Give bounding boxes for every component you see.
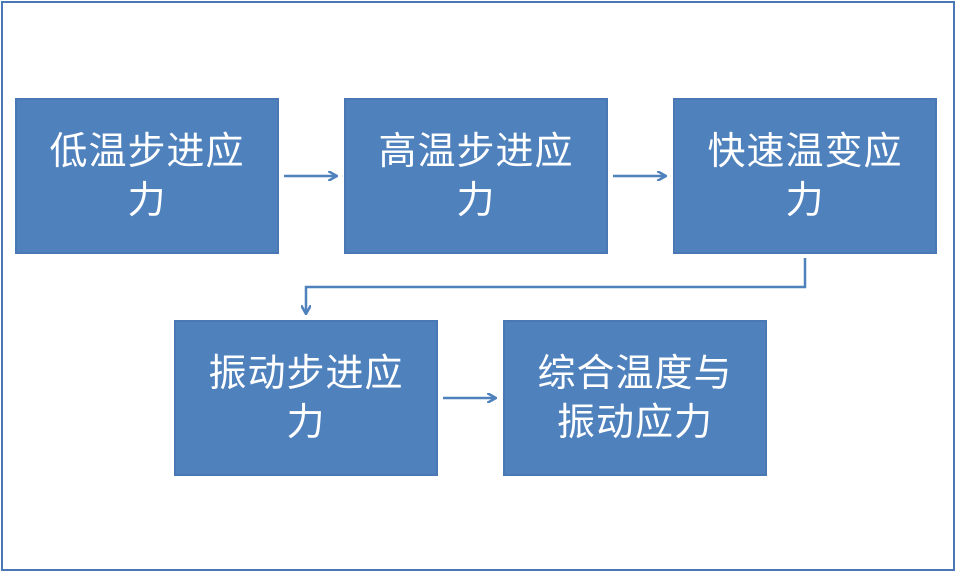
step-vibration-label: 振动步进应 力 <box>208 350 404 444</box>
step-rapid-temp-change-box: 快速温变应 力 <box>673 98 937 254</box>
step-vibration-box: 振动步进应 力 <box>174 320 438 476</box>
step-high-temp-box: 高温步进应 力 <box>344 98 608 254</box>
step-low-temp-box: 低温步进应 力 <box>15 98 279 254</box>
step-high-temp-label: 高温步进应 力 <box>378 128 574 222</box>
step-combined-label: 综合温度与 振动应力 <box>537 350 733 444</box>
step-combined-box: 综合温度与 振动应力 <box>503 320 767 476</box>
step-rapid-temp-change-label: 快速温变应 力 <box>707 128 903 222</box>
step-low-temp-label: 低温步进应 力 <box>49 128 245 222</box>
